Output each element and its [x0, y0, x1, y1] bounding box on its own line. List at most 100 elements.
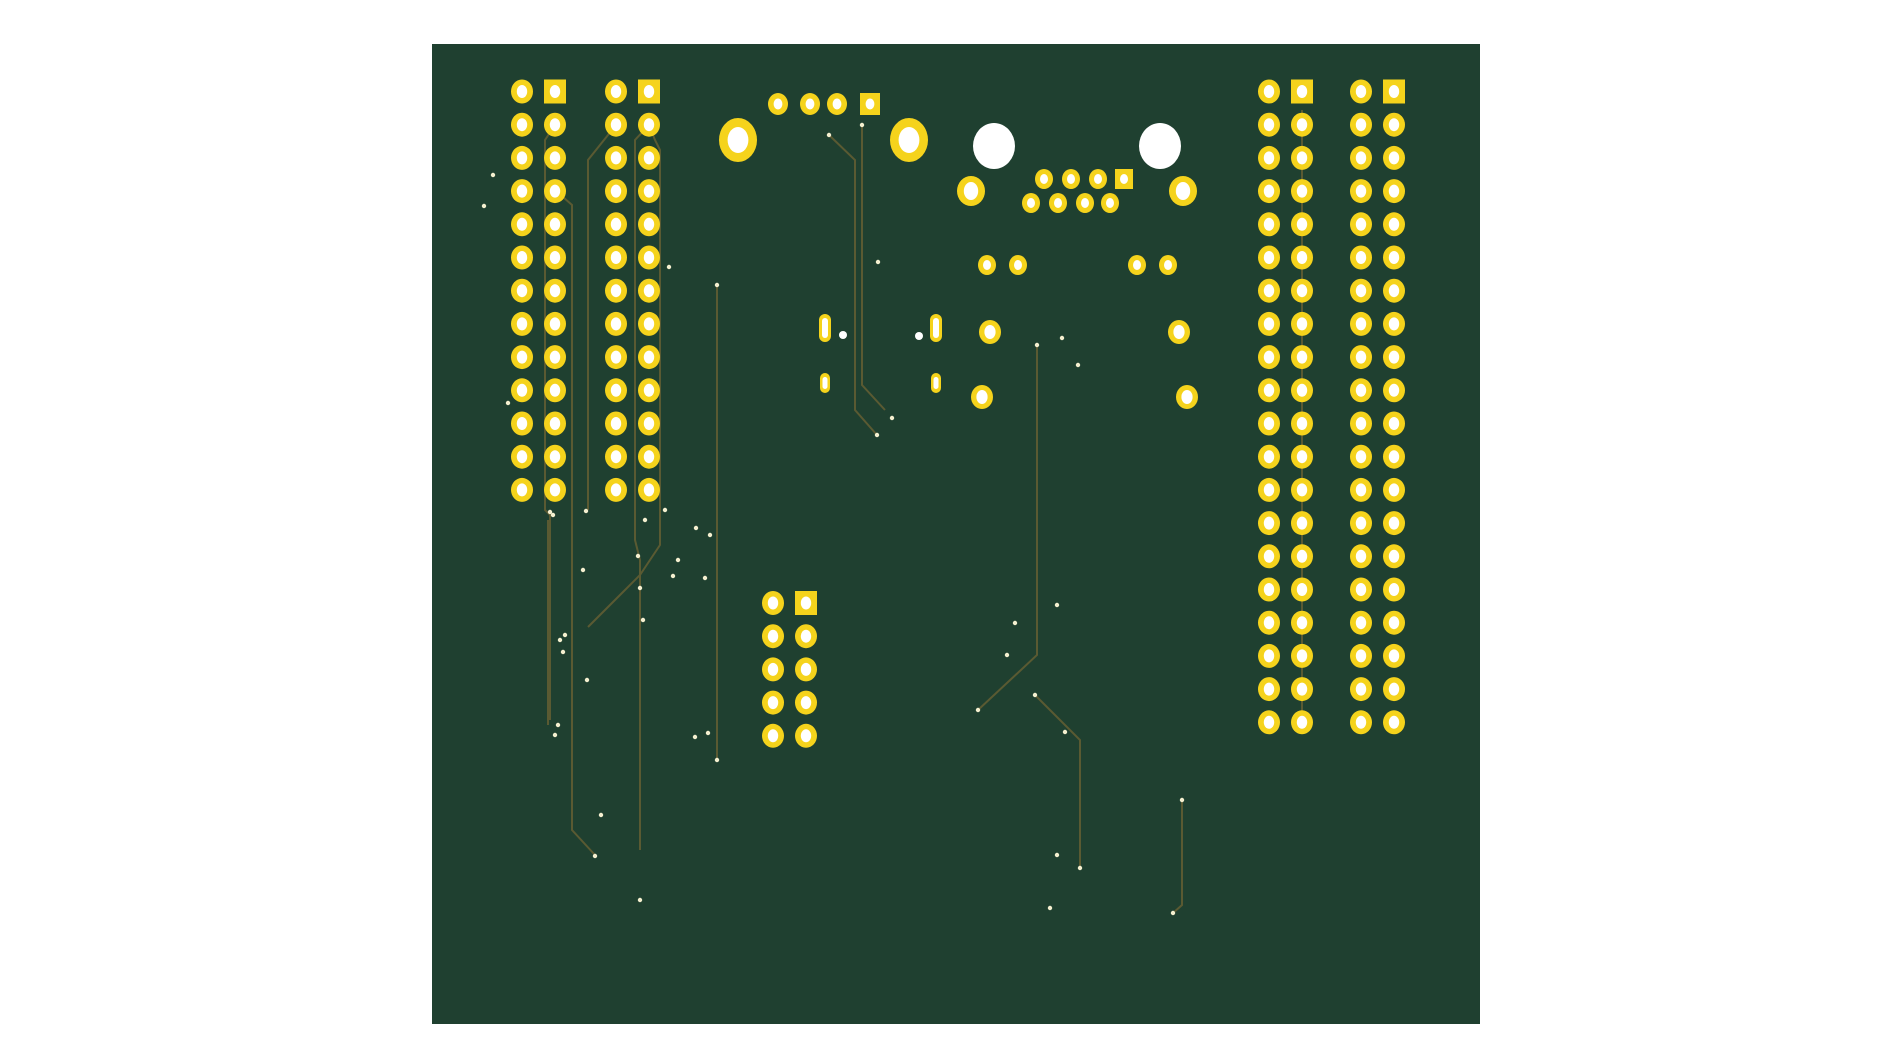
via [1077, 865, 1083, 871]
drill-hole [1263, 516, 1275, 530]
via [584, 677, 590, 683]
drill-hole [1388, 184, 1400, 198]
trace [544, 124, 556, 720]
drill-hole [643, 317, 655, 331]
via [490, 172, 496, 178]
drill-hole [1355, 383, 1367, 397]
drill-hole [516, 284, 528, 298]
drill-hole [1120, 174, 1128, 184]
drill-hole [898, 127, 920, 153]
drill-hole [1133, 260, 1141, 270]
drill-hole [1388, 549, 1400, 563]
drill-hole [643, 417, 655, 430]
drill-hole [516, 217, 528, 231]
drill-hole [1388, 682, 1400, 696]
drill-hole [1296, 151, 1308, 165]
vias [481, 122, 1185, 916]
drill-hole [1355, 85, 1367, 98]
drill-hole [773, 98, 783, 110]
via [640, 617, 646, 623]
mounting-hole [1139, 123, 1181, 169]
drill-hole [1067, 174, 1075, 184]
via [859, 122, 865, 128]
drill-hole [1040, 174, 1048, 184]
via [875, 259, 881, 265]
drill-hole [1388, 151, 1400, 165]
via [707, 532, 713, 538]
via [1047, 905, 1053, 911]
drill-hole [643, 383, 655, 397]
trace [1034, 694, 1081, 868]
drill-hole [1106, 198, 1114, 208]
drill-hole [963, 182, 979, 200]
trace [587, 124, 650, 628]
drill-hole [516, 417, 528, 430]
drill-hole [767, 729, 779, 743]
drill-hole [1094, 174, 1102, 184]
drill-hole [610, 251, 622, 264]
drill-hole [1296, 284, 1308, 298]
via [637, 897, 643, 903]
drill-hole [1355, 549, 1367, 563]
drill-hole [1263, 350, 1275, 364]
drill-hole [516, 450, 528, 464]
trace [1172, 800, 1183, 914]
drill-hole [1355, 649, 1367, 663]
drill-hole [1263, 649, 1275, 663]
drill-hole [1388, 516, 1400, 530]
drill-hole [643, 85, 655, 98]
trace [639, 124, 661, 850]
drill-hole [643, 217, 655, 231]
drill-hole [1388, 483, 1400, 497]
drill-hole [1388, 217, 1400, 231]
via [598, 812, 604, 818]
drill-hole [1014, 260, 1022, 270]
drill-hole [549, 450, 561, 464]
npth-hole [915, 332, 923, 340]
via [550, 512, 556, 518]
drill-hole [767, 596, 779, 610]
via [481, 203, 487, 209]
via [637, 585, 643, 591]
drill-hole [549, 284, 561, 298]
drill-hole [1296, 217, 1308, 231]
via [583, 508, 589, 514]
via [1034, 342, 1040, 348]
drill-hole [1296, 549, 1308, 563]
drill-hole [800, 662, 812, 676]
drill-hole [1263, 85, 1275, 98]
drill-hole [549, 118, 561, 132]
drill-hole [1296, 583, 1308, 596]
drill-hole [1355, 350, 1367, 364]
drill-hole [610, 417, 622, 430]
drill-hole [1296, 317, 1308, 331]
via [552, 732, 558, 738]
via [702, 575, 708, 581]
slot-hole [933, 377, 939, 389]
drill-hole [516, 85, 528, 98]
drill-hole [1355, 715, 1367, 729]
npth-hole [839, 331, 847, 339]
drill-hole [1296, 616, 1308, 630]
drill-hole [643, 151, 655, 165]
via [692, 734, 698, 740]
via [635, 553, 641, 559]
drill-hole [1355, 118, 1367, 132]
drill-hole [1263, 417, 1275, 430]
drill-hole [643, 284, 655, 298]
via [1179, 797, 1185, 803]
drill-hole [1263, 583, 1275, 596]
drill-hole [1296, 85, 1308, 98]
drill-hole [1263, 284, 1275, 298]
drill-hole [549, 317, 561, 331]
drill-hole [549, 417, 561, 430]
via [889, 415, 895, 421]
drill-hole [1296, 649, 1308, 663]
drill-hole [800, 629, 812, 643]
drill-hole [1388, 284, 1400, 298]
drill-hole [767, 629, 779, 643]
drill-hole [643, 184, 655, 198]
trace [587, 124, 617, 510]
drill-hole [1355, 217, 1367, 231]
drill-hole [1296, 450, 1308, 464]
